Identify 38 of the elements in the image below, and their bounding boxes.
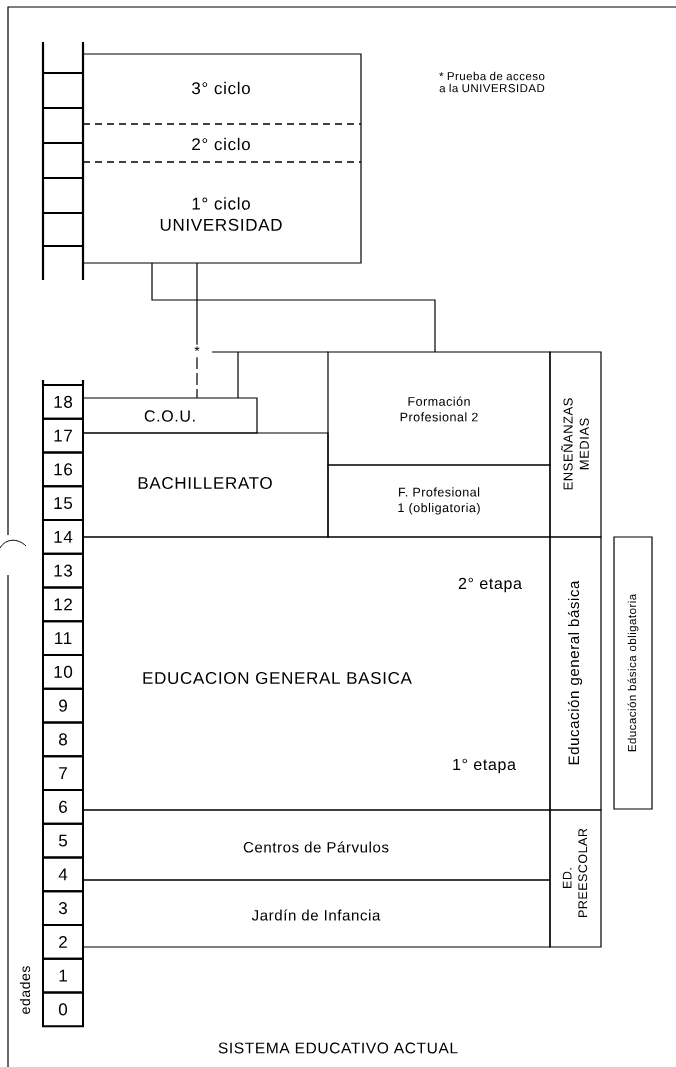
age-box: 8 bbox=[42, 721, 84, 758]
age-box: 7 bbox=[42, 755, 84, 791]
age-box: 3 bbox=[42, 890, 84, 926]
stage-box: F. Profesional 1 (obligatoria) bbox=[327, 464, 551, 538]
age-box: 17 bbox=[42, 417, 84, 454]
age-box: 2 bbox=[42, 924, 84, 960]
axis-label: edades bbox=[19, 966, 31, 1014]
age-box: 16 bbox=[42, 451, 84, 488]
stage-box: C.O.U. bbox=[82, 397, 258, 434]
connector-line bbox=[211, 351, 329, 399]
stage-box: Educación general básica bbox=[549, 536, 602, 811]
age-box: 14 bbox=[42, 519, 84, 555]
connector-line bbox=[151, 262, 436, 353]
age-box: 18 bbox=[42, 384, 84, 420]
stage-box: Formación Profesional 2 bbox=[327, 351, 551, 466]
stage-box: BACHILLERATO bbox=[82, 432, 329, 538]
age-box: 0 bbox=[42, 991, 84, 1028]
stage-box: EDUCACION GENERAL BASICA 2° etapa 1° etapa bbox=[82, 536, 551, 811]
age-box: 13 bbox=[42, 552, 84, 589]
stage-box: Educación básica obligatoria bbox=[613, 536, 653, 810]
stage-box: 3° ciclo 2° ciclo 1° ciclo UNIVERSIDAD bbox=[82, 53, 362, 264]
age-box: 4 bbox=[42, 856, 84, 893]
age-box: 1 bbox=[42, 957, 84, 994]
age-box: 5 bbox=[42, 822, 84, 859]
connector-line bbox=[196, 262, 198, 399]
stage-box: ENSEÑANZAS MEDIAS bbox=[549, 351, 602, 538]
age-box: 10 bbox=[42, 654, 84, 690]
age-box: 6 bbox=[42, 789, 84, 825]
age-box: 15 bbox=[42, 485, 84, 521]
edge-label: * bbox=[192, 344, 202, 358]
stage-box: Jardín de Infancia bbox=[82, 879, 551, 948]
footnote-text: * Prueba de acceso a la UNIVERSIDAD bbox=[439, 71, 545, 93]
stage-box: ED. PREESCOLAR bbox=[549, 809, 602, 948]
caption: SISTEMA EDUCATIVO ACTUAL bbox=[218, 1042, 458, 1054]
age-box: 9 bbox=[42, 687, 84, 724]
stage-box: Centros de Párvulos bbox=[82, 809, 551, 881]
age-box: 12 bbox=[42, 586, 84, 623]
age-box: 11 bbox=[42, 620, 84, 656]
